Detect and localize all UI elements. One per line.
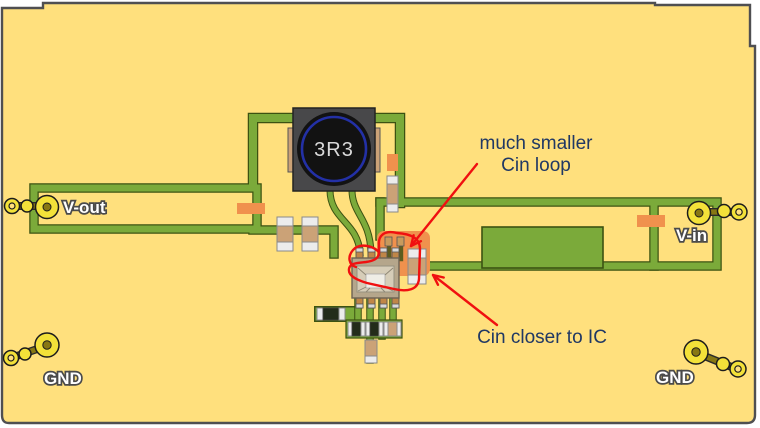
input-capacitor-cin <box>407 248 427 285</box>
annotation-line-1: much smaller <box>479 133 593 154</box>
inductor-value-label: 3R3 <box>314 139 354 161</box>
annotation-text-cin-loop: much smaller Cin loop <box>456 133 616 177</box>
copper-traces <box>30 114 721 270</box>
annotation-text-cin-closer: Cin closer to IC <box>462 327 622 349</box>
regulator-ic <box>351 247 400 309</box>
vout-connector <box>3 194 60 220</box>
ic-bottom-pins <box>355 295 400 309</box>
vout-label: V-out <box>63 198 106 217</box>
annotation-arrow-cin-loop <box>409 162 479 248</box>
bootstrap-capacitor <box>386 175 399 213</box>
gnd-connector-right <box>683 339 747 378</box>
annotation-lasso <box>347 231 422 292</box>
highlight-pad-right <box>637 215 665 227</box>
output-capacitor-1 <box>276 216 294 252</box>
highlight-pad-top <box>387 154 398 171</box>
output-capacitor-2 <box>301 216 319 252</box>
feedback-arm <box>314 306 360 322</box>
vin-label: V-in <box>676 226 707 245</box>
highlight-pad-left <box>237 203 265 214</box>
annotation-arrow-cin-closer <box>431 273 499 327</box>
gnd-left-label: GND <box>44 369 82 388</box>
gnd-right-label: GND <box>656 368 694 387</box>
annotation-line-3: Cin closer to IC <box>477 327 607 348</box>
inductor: 3R3 <box>287 107 381 192</box>
ground-pour <box>481 226 604 269</box>
vin-connector <box>686 200 748 226</box>
annotation-line-2: Cin loop <box>501 154 571 176</box>
gnd-connector-left <box>2 332 60 367</box>
feedback-network <box>345 296 403 364</box>
